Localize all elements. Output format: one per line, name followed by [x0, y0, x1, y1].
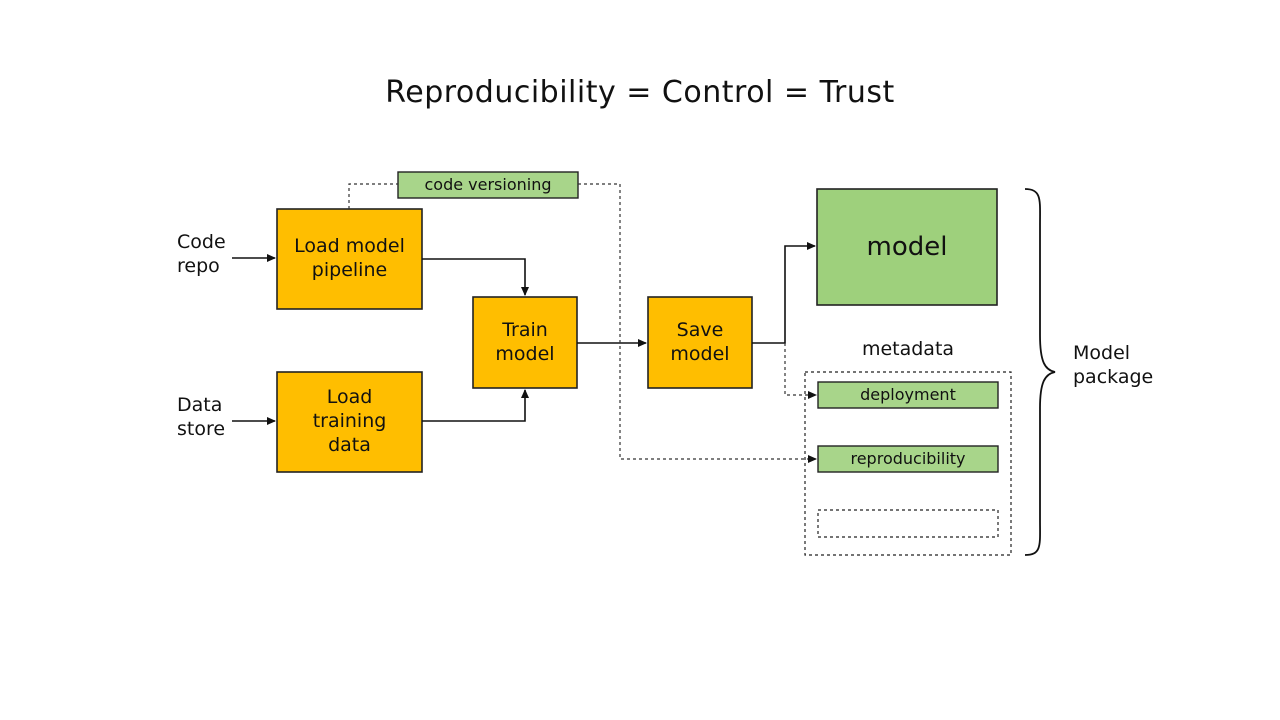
metadata-label: metadata [861, 338, 955, 361]
save-to-deployment [784, 343, 817, 399]
code-versioning-label: code versioning [424, 175, 552, 194]
model-box [816, 188, 998, 306]
page-title: Reproducibility = Control = Trust [385, 75, 895, 110]
data-to-train-arrow [422, 389, 529, 422]
load-model-pipeline-label: Load model pipeline [294, 235, 405, 281]
train-model-label: Train model [495, 318, 555, 365]
empty-metadata-slot [817, 509, 999, 538]
save-model-label: Save model [670, 318, 730, 365]
deployment-label: deployment [860, 385, 956, 404]
reproducibility-tag-box [817, 445, 999, 473]
code-versioning-link-left [348, 183, 398, 209]
metadata-container [804, 371, 1012, 556]
save-to-model-arrow [752, 242, 816, 344]
model-label: model [866, 231, 948, 262]
code-versioning-to-reproducibility [578, 183, 817, 463]
load-training-data-box [276, 371, 423, 473]
code-versioning-tag-box [397, 171, 579, 199]
data-store-label: Data store [177, 394, 226, 440]
code-repo-label: Code repo [177, 231, 226, 277]
model-package-brace [1024, 188, 1056, 556]
train-model-box [472, 296, 578, 389]
load-model-pipeline-box [276, 208, 423, 310]
model-package-label: Model package [1073, 342, 1154, 388]
reproducibility-label: reproducibility [850, 449, 966, 468]
load-training-data-label: Load training data [312, 386, 387, 456]
pipeline-to-train-arrow [422, 258, 529, 296]
deployment-tag-box [817, 381, 999, 409]
